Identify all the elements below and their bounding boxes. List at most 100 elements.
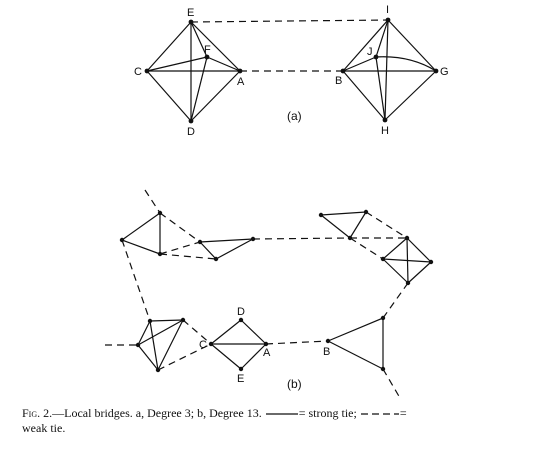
edge-strong — [382, 237, 408, 260]
panel-b-bridge-a-b — [265, 340, 329, 345]
node — [340, 68, 346, 74]
edge-strong — [121, 212, 161, 241]
edge-weak — [382, 368, 401, 399]
node — [155, 367, 161, 373]
edge-strong — [146, 56, 208, 72]
edge-strong — [146, 70, 192, 122]
node — [380, 256, 386, 262]
panel-b-bottom-right-weak — [382, 368, 401, 399]
node — [119, 237, 125, 243]
edge-weak-bridge — [190, 19, 389, 23]
edge-weak — [144, 189, 161, 214]
edge-strong — [215, 238, 254, 260]
panel-b-sublabel: (b) — [287, 377, 302, 391]
node — [147, 318, 153, 324]
node-label-f: F — [204, 44, 211, 56]
node — [188, 19, 194, 25]
nodes — [119, 17, 439, 373]
edge-strong — [121, 239, 161, 255]
panel-a-left-cluster — [146, 21, 241, 122]
edge-strong — [157, 319, 184, 371]
edge-weak — [252, 237, 351, 240]
node-label-g: G — [440, 66, 449, 78]
node-label-d-b: D — [237, 306, 245, 318]
edge-weak — [121, 239, 151, 322]
edge-strong — [384, 19, 389, 121]
edge-strong — [210, 319, 242, 345]
edge-strong — [137, 344, 159, 371]
node — [135, 342, 141, 348]
node — [380, 315, 386, 321]
caption-strong-legend: = strong tie; — [298, 406, 357, 420]
node — [380, 366, 386, 372]
edge-strong — [349, 211, 367, 239]
edge-strong — [382, 258, 409, 284]
edge-strong — [384, 70, 437, 121]
edge-strong — [146, 21, 192, 72]
panel-b-bottom-left-group — [137, 319, 184, 371]
node-label-e: E — [187, 7, 194, 19]
node — [204, 54, 210, 60]
node-label-j: J — [367, 46, 373, 58]
edge-strong — [406, 237, 432, 263]
node — [385, 17, 391, 23]
node — [263, 341, 269, 347]
edge-strong — [190, 21, 241, 72]
edge-weak — [159, 212, 201, 243]
panel-b-bottom-left-weak — [105, 319, 212, 371]
edge-weak — [157, 343, 212, 371]
node-label-c-b: C — [199, 339, 207, 351]
node-label-e-b: E — [237, 373, 244, 385]
panel-b-diamond — [210, 319, 267, 370]
node — [347, 235, 353, 241]
edge-strong — [342, 70, 386, 121]
edge-strong — [342, 19, 389, 72]
node — [208, 341, 214, 347]
node — [363, 209, 369, 215]
node — [197, 239, 203, 245]
strong-tie-legend-line — [265, 413, 298, 415]
edge-strong — [382, 258, 432, 263]
edge-strong — [149, 319, 184, 322]
node-label-a-b: A — [263, 347, 271, 359]
node — [144, 68, 150, 74]
panel-b-top-left-group — [121, 212, 254, 260]
node — [404, 235, 410, 241]
node-label-h: H — [381, 125, 389, 137]
caption-fig-label: Fig. 2. — [22, 406, 53, 420]
node — [428, 259, 434, 265]
edge-strong — [190, 70, 241, 122]
caption-weak-word: weak tie. — [22, 421, 66, 435]
edge-strong — [240, 319, 267, 345]
node — [157, 251, 163, 257]
node — [188, 118, 194, 124]
edge-weak — [382, 282, 409, 319]
edge-strong — [199, 241, 217, 260]
edge-strong — [206, 56, 241, 72]
node-label-c: C — [134, 66, 142, 78]
edge-strong — [375, 56, 386, 121]
node-label-b: B — [335, 75, 342, 87]
edge-strong — [199, 238, 254, 243]
node — [157, 210, 163, 216]
edge-strong — [137, 320, 151, 346]
panel-b-bottom-right-group — [327, 317, 384, 370]
edge-strong — [375, 56, 437, 72]
node — [318, 212, 324, 218]
edge-strong — [375, 19, 389, 58]
edge-weak — [182, 319, 212, 345]
edge-weak — [159, 241, 201, 255]
node — [213, 256, 219, 262]
node — [325, 338, 331, 344]
node — [373, 54, 379, 60]
panel-b-top-right-weak — [349, 211, 409, 319]
edge-strong — [149, 320, 159, 371]
weak-tie-legend-line — [360, 413, 399, 415]
edge-strong — [190, 21, 208, 58]
edge-weak — [365, 211, 408, 239]
panel-b-top-left-weak — [121, 189, 351, 322]
node-label-a: A — [237, 76, 245, 88]
edge-strong — [342, 56, 377, 72]
panel-a-right-cluster — [342, 19, 437, 121]
edge-weak — [159, 253, 217, 260]
